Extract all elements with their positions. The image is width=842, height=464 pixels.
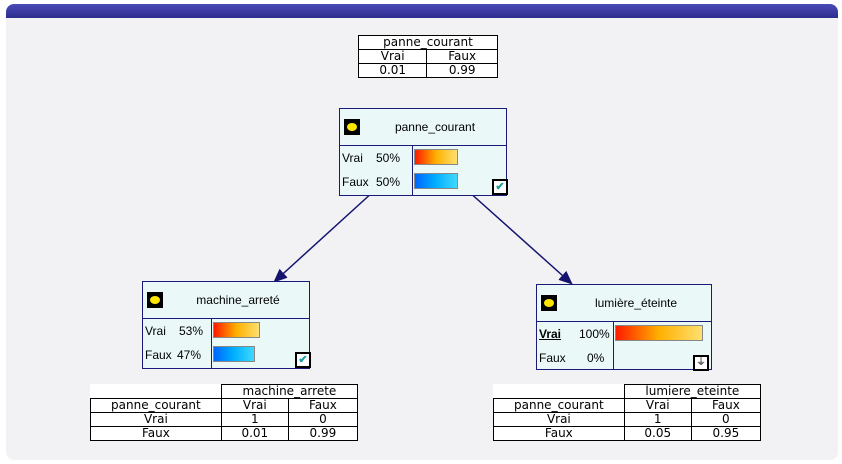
state-percent: 53% <box>179 324 204 338</box>
check-icon[interactable]: ✔ <box>492 179 508 195</box>
state-row-vrai[interactable]: Vrai 50% <box>340 146 506 170</box>
ground-icon[interactable]: ⏚ <box>693 355 709 371</box>
cpt-cell: 0 <box>287 412 359 427</box>
state-label: Vrai <box>539 327 562 341</box>
state-label: Faux <box>145 348 172 362</box>
slide-frame: panne_courant Vrai Faux 0.01 0.99 panne_… <box>6 4 838 460</box>
oval-node-icon <box>344 119 360 135</box>
oval-node-icon <box>147 292 163 308</box>
state-bar <box>213 346 255 362</box>
cpt-row-label: Faux <box>90 426 222 441</box>
state-bar <box>213 322 260 338</box>
slide-title-bar <box>6 4 838 18</box>
cpt-header: Faux <box>690 398 762 413</box>
cpt-header: Vrai <box>357 49 428 64</box>
cpt-header: Vrai <box>220 398 289 413</box>
state-percent: 50% <box>376 151 401 165</box>
node-title: machine_arreté <box>196 293 280 307</box>
cpt-panne-courant: panne_courant Vrai Faux 0.01 0.99 <box>357 35 498 78</box>
state-percent: 50% <box>376 175 401 189</box>
cpt-cell: 0.99 <box>426 63 498 78</box>
state-row-faux[interactable]: Faux 47% <box>143 343 309 367</box>
cpt-machine-arrete: machine_arrete panne_courant Vrai Faux V… <box>90 384 359 441</box>
node-header: lumière_éteinte <box>537 285 711 322</box>
state-percent: 47% <box>177 348 202 362</box>
state-row-faux[interactable]: Faux 50% <box>340 170 506 194</box>
cpt-lumiere-eteinte: lumiere_eteinte panne_courant Vrai Faux … <box>493 384 762 441</box>
node-title: lumière_éteinte <box>594 296 678 310</box>
network-edges <box>273 190 573 285</box>
state-label: Vrai <box>145 324 166 338</box>
cpt-row-label: Vrai <box>90 412 222 427</box>
cpt-cell: 1 <box>623 412 692 427</box>
cpt-title: machine_arrete <box>220 384 359 399</box>
state-label: Vrai <box>342 151 363 165</box>
cpt-parent-header: panne_courant <box>90 398 222 413</box>
cpt-cell: 0.01 <box>220 426 289 441</box>
state-percent: 0% <box>587 351 605 365</box>
check-icon[interactable]: ✔ <box>295 352 311 368</box>
cpt-cell: 1 <box>220 412 289 427</box>
cpt-header: Faux <box>287 398 359 413</box>
state-label: Faux <box>342 175 369 189</box>
cpt-row-label: Vrai <box>493 412 625 427</box>
state-percent: 100% <box>579 327 610 341</box>
cpt-cell: 0.99 <box>287 426 359 441</box>
node-header: panne_courant <box>340 109 506 146</box>
cpt-cell: 0 <box>690 412 762 427</box>
state-bar <box>414 149 458 165</box>
node-header: machine_arreté <box>143 282 309 319</box>
edge-panne-to-machine <box>273 190 375 283</box>
state-row-vrai[interactable]: Vrai 53% <box>143 319 309 343</box>
node-machine-arrete[interactable]: machine_arreté Vrai 53% Faux 47% ✔ <box>142 281 311 369</box>
cpt-title: lumiere_eteinte <box>623 384 762 399</box>
state-bar <box>414 173 458 189</box>
edge-panne-to-lumiere <box>467 190 573 285</box>
cpt-title: panne_courant <box>358 35 498 50</box>
cpt-header: Faux <box>426 49 498 64</box>
state-row-vrai[interactable]: Vrai 100% <box>537 322 711 346</box>
node-panne-courant[interactable]: panne_courant Vrai 50% Faux 50% ✔ <box>339 108 508 196</box>
cpt-header: Vrai <box>623 398 692 413</box>
cpt-row-label: Faux <box>493 426 625 441</box>
node-title: panne_courant <box>394 120 476 134</box>
cpt-cell: 0.05 <box>623 426 692 441</box>
cpt-cell: 0.95 <box>690 426 762 441</box>
state-bar <box>615 325 703 341</box>
cpt-parent-header: panne_courant <box>493 398 625 413</box>
state-row-faux[interactable]: Faux 0% <box>537 346 711 370</box>
state-label: Faux <box>539 351 566 365</box>
oval-node-icon <box>541 295 557 311</box>
node-lumiere-eteinte[interactable]: lumière_éteinte Vrai 100% Faux 0% ⏚ <box>536 284 712 371</box>
cpt-cell: 0.01 <box>357 63 428 78</box>
